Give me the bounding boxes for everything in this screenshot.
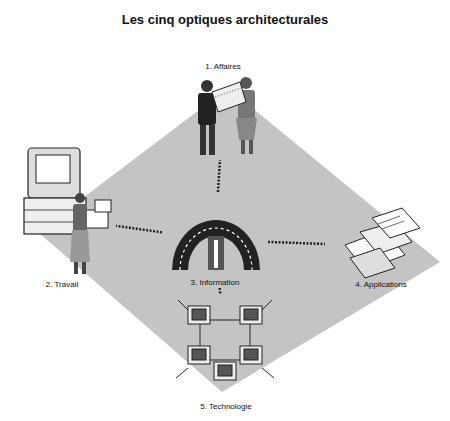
view-node: 2. Travail	[8, 146, 116, 290]
data-stream	[218, 288, 221, 294]
view-caption: 2. Travail	[44, 280, 80, 290]
diagram-title: Les cinq optiques architecturales	[0, 12, 450, 27]
data-stream	[116, 226, 162, 233]
view-node: 4. Applications	[325, 202, 437, 290]
view-caption: 1. Affaires	[203, 62, 242, 72]
data-stream	[268, 242, 325, 244]
business-people	[198, 77, 257, 155]
technology-computers	[176, 300, 274, 380]
view-node: 5. Technologie	[172, 294, 280, 412]
view-caption: 3. Information	[189, 278, 242, 288]
view-caption: 5. Technologie	[198, 402, 253, 412]
view-node: 3. Information	[162, 192, 268, 288]
data-stream	[218, 160, 220, 192]
diamond-ground	[38, 88, 440, 392]
work-kiosk	[24, 148, 111, 274]
information-road	[172, 220, 260, 270]
view-caption: 4. Applications	[353, 280, 409, 290]
view-node: 1. Affaires	[178, 62, 268, 160]
application-documents	[345, 208, 420, 278]
